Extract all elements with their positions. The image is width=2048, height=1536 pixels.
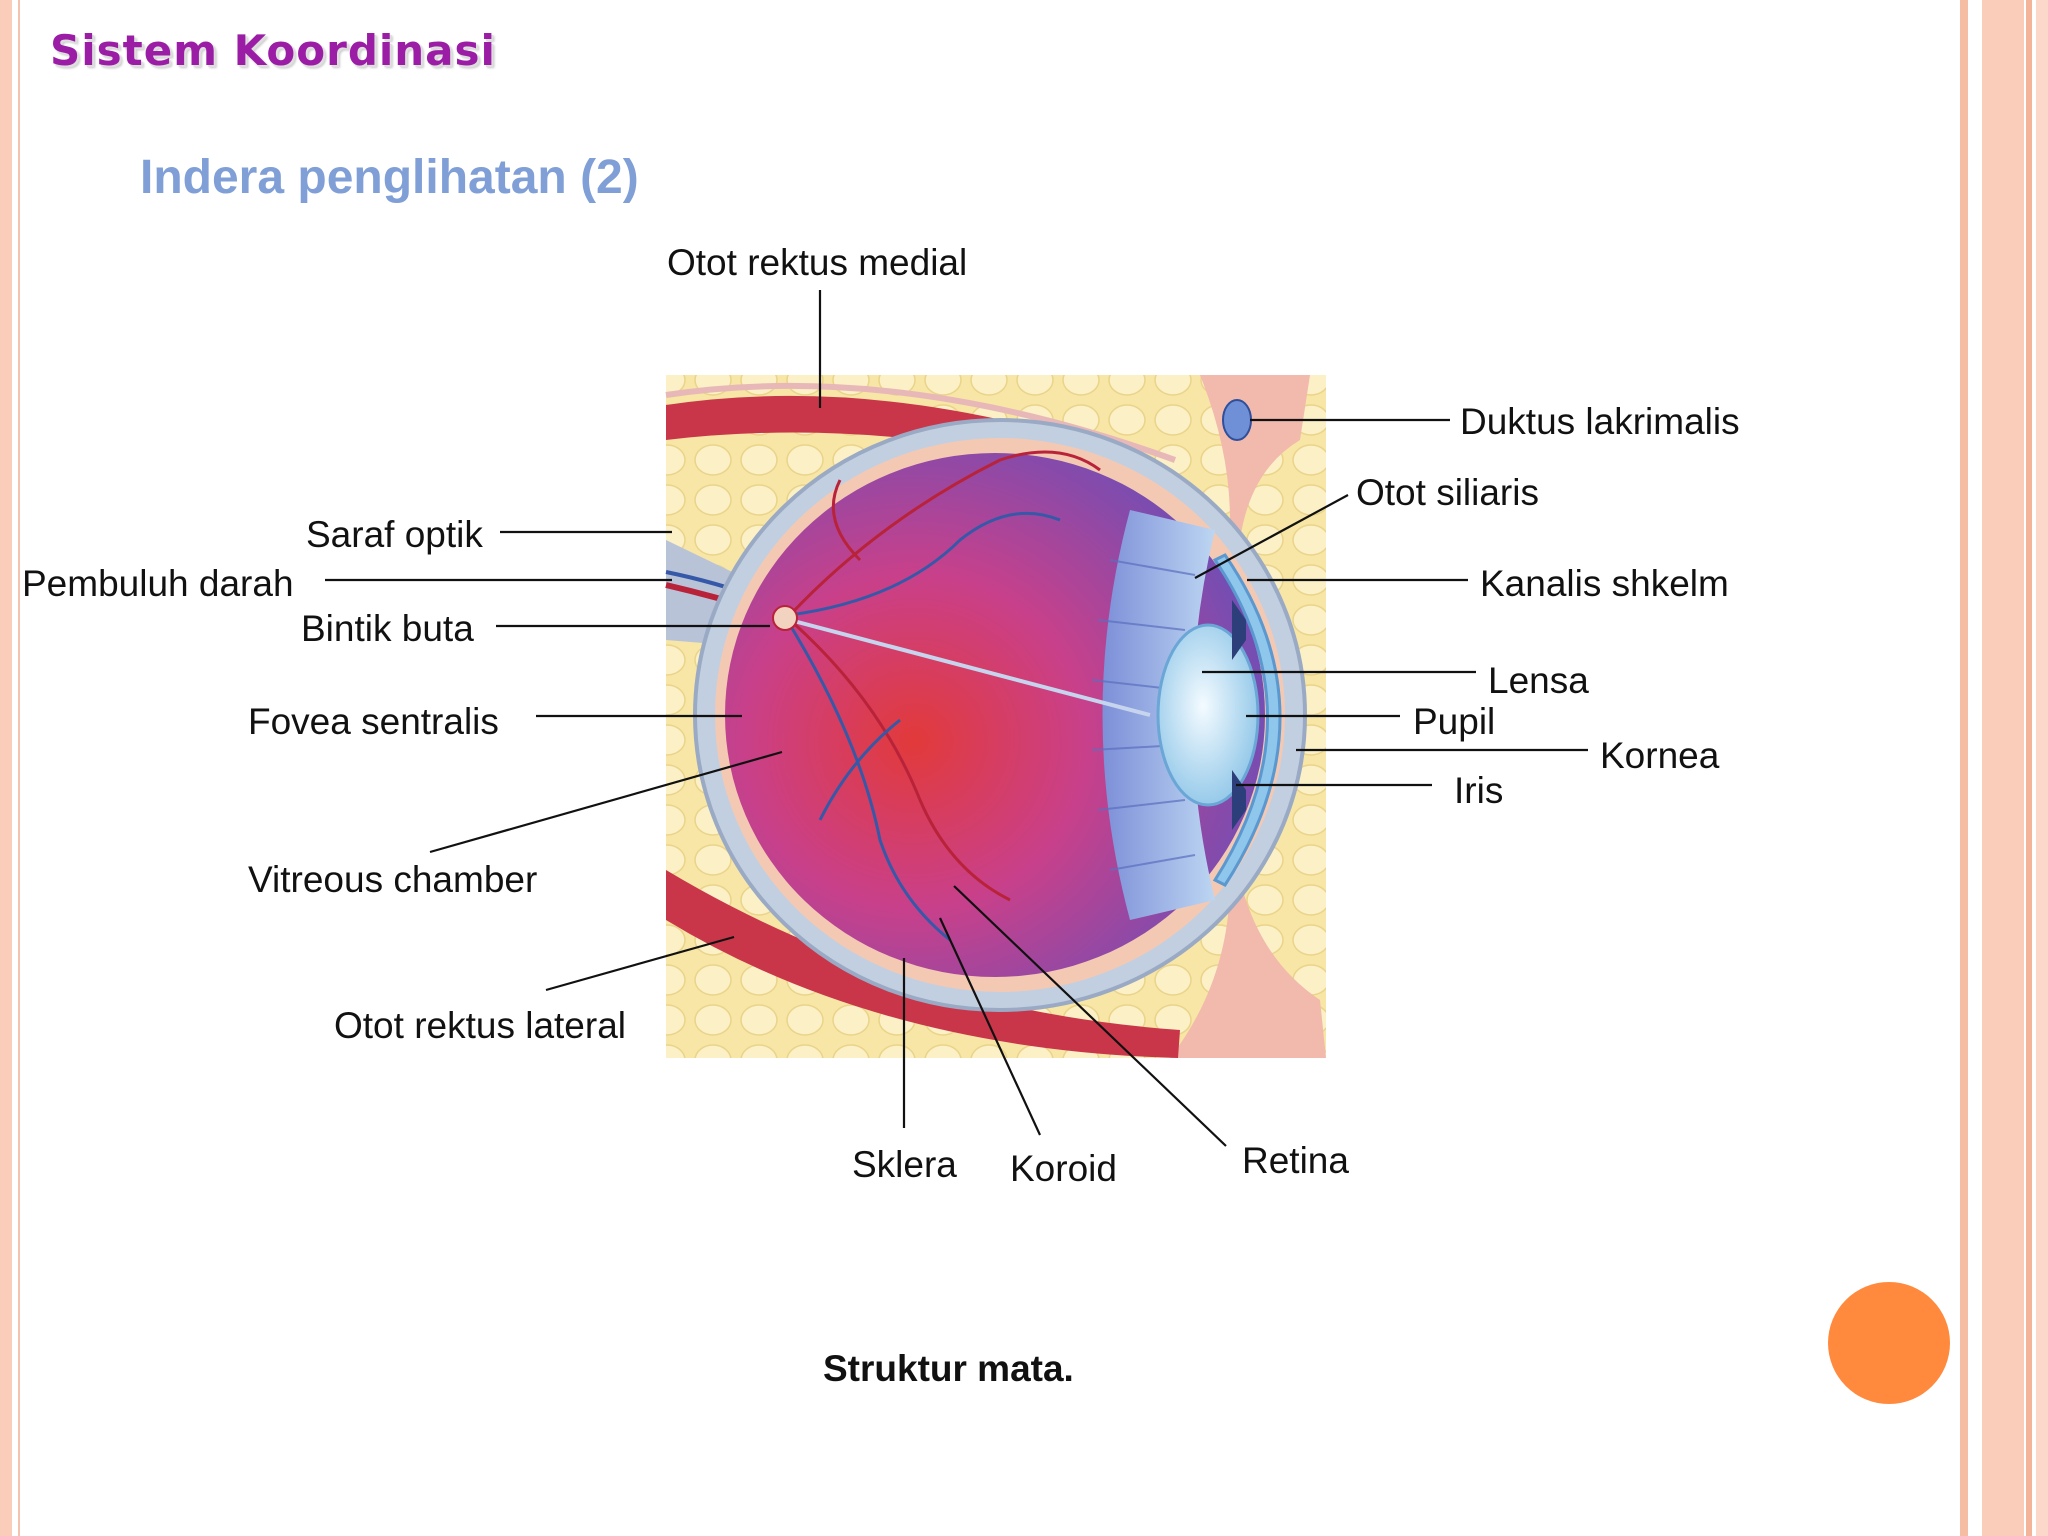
blind-spot	[772, 605, 798, 631]
label-otot-rektus-lateral: Otot rektus lateral	[334, 1005, 627, 1046]
label-iris: Iris	[1454, 770, 1504, 811]
right-border-bar-outer	[1960, 0, 1968, 1536]
figure-caption: Struktur mata.	[823, 1348, 1074, 1389]
header-title: Sistem Koordinasi	[50, 26, 496, 75]
lens	[1156, 623, 1260, 807]
medial-rectus-muscle	[666, 395, 1180, 500]
label-sklera: Sklera	[852, 1144, 957, 1185]
label-retina: Retina	[1242, 1140, 1349, 1181]
label-vitreous-chamber: Vitreous chamber	[248, 859, 538, 900]
label-otot-rektus-medial: Otot rektus medial	[667, 242, 968, 283]
label-pembuluh-darah: Pembuluh darah	[22, 563, 294, 604]
eyelid-tissue	[1170, 375, 1326, 1058]
right-border-bar-thin	[2026, 0, 2032, 1536]
retinal-vessels	[788, 450, 1151, 942]
label-fovea-sentralis: Fovea sentralis	[248, 701, 499, 742]
leader-lines	[325, 290, 1588, 1147]
label-saraf-optik: Saraf optik	[306, 514, 483, 555]
left-border-line	[18, 0, 20, 1536]
label-otot-siliaris: Otot siliaris	[1356, 472, 1539, 513]
label-kornea: Kornea	[1600, 735, 1720, 776]
lateral-rectus-muscle	[666, 870, 1180, 1058]
label-bintik-buta: Bintik buta	[301, 608, 474, 649]
slide-subtitle: Indera penglihatan (2)	[140, 151, 639, 204]
right-border-bar-edge	[2036, 0, 2048, 1536]
label-lensa: Lensa	[1488, 660, 1589, 701]
left-border-bar	[0, 0, 12, 1536]
label-kanalis-shkelm: Kanalis shkelm	[1480, 563, 1729, 604]
right-border-bar-wide	[1982, 0, 2024, 1536]
cornea	[1212, 553, 1282, 887]
lacrimal-duct-shape	[1222, 399, 1252, 441]
label-pupil: Pupil	[1413, 701, 1496, 742]
orange-circle-decoration	[1828, 1282, 1950, 1404]
label-duktus-lakrimalis: Duktus lakrimalis	[1460, 401, 1740, 442]
label-koroid: Koroid	[1010, 1148, 1117, 1189]
